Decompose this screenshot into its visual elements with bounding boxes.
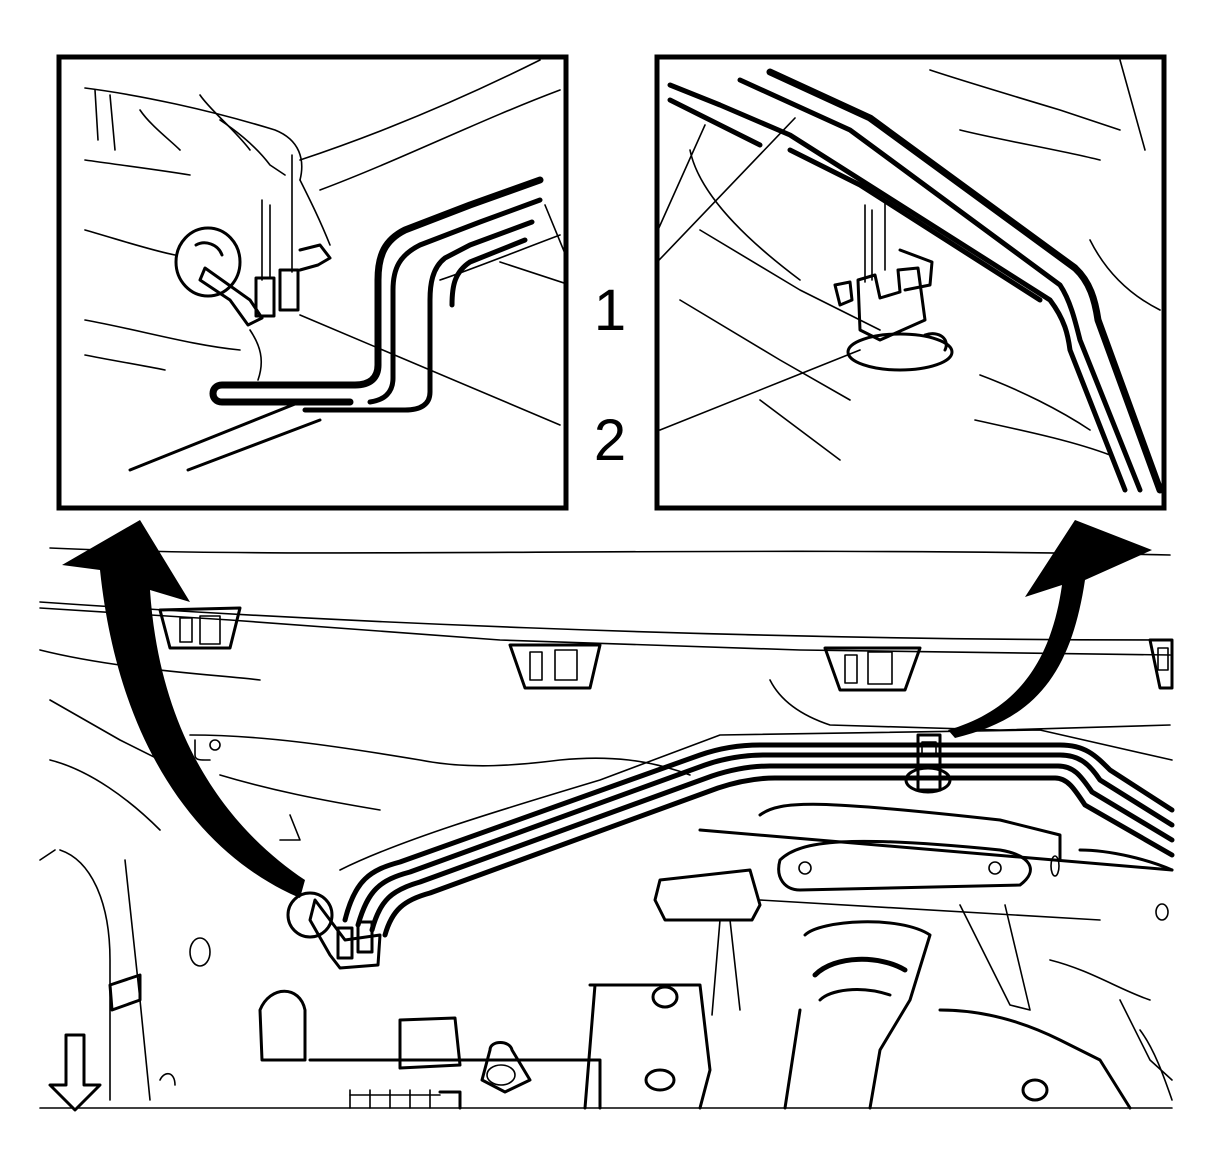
hanger-clip-3 [823,646,922,692]
right-detail-inset [654,54,1167,511]
right-inset-frame [654,54,1167,511]
callout-1-bg [570,270,650,350]
hanger-clip-4 [1148,638,1174,690]
curved-arrow-up-right-icon [948,520,1152,738]
callout-2: 2 [570,398,650,478]
callout-2-bg [570,398,650,478]
hanger-clip-1 [158,606,242,650]
down-arrow-icon [48,1033,102,1112]
callout-1-label: 1 [594,278,626,343]
callout-1: 1 [570,270,650,350]
left-inset-frame [56,54,569,511]
curved-arrow-up-left-icon [62,520,305,898]
hanger-clip-2 [508,643,602,690]
callout-2-label: 2 [594,408,626,473]
main-underbody-view [39,547,1175,1110]
left-detail-inset [56,54,569,511]
bundle-clip-center [904,733,952,794]
